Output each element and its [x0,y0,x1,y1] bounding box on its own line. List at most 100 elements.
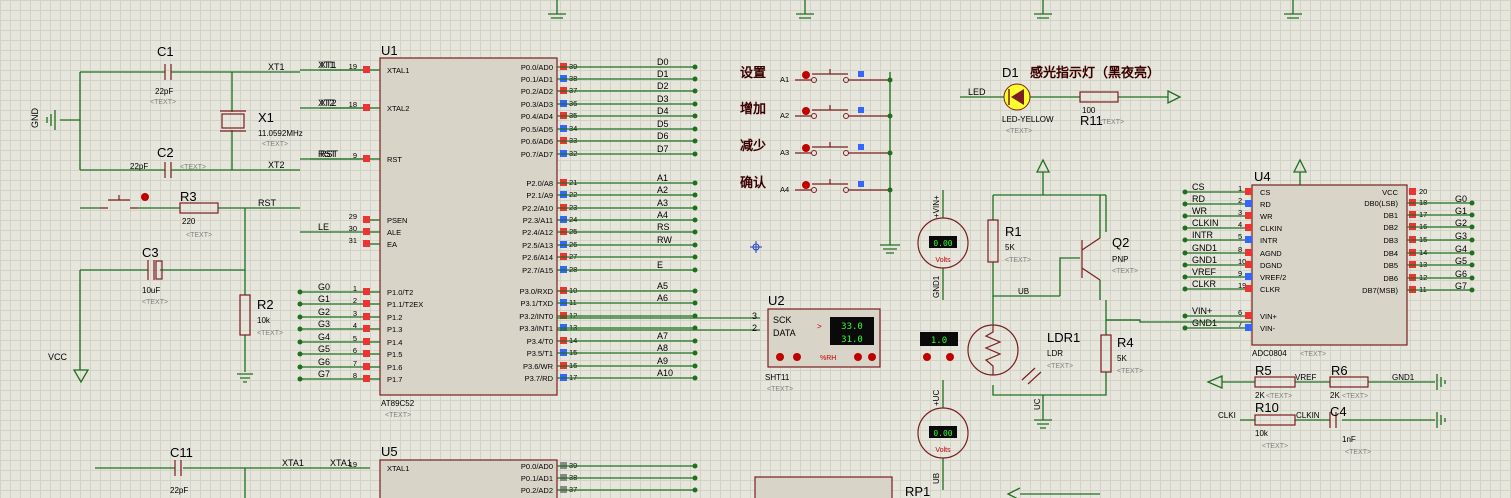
u4-left-pin-3-net: CLKIN [1192,218,1219,228]
u1-right-pin-19-junction [692,325,698,331]
u1-left-pin-10-net: G4 [318,332,330,342]
r10-text: <TEXT> [1262,443,1288,450]
u1-left-pin-10-marker [363,338,370,345]
u2-rh-label: %RH [820,355,836,362]
u4-right-pin-0-marker [1409,188,1416,195]
button-2-contact-b [843,150,849,156]
u1-left-pin-13-num: 8 [353,371,357,380]
c1-text: <TEXT> [150,99,176,106]
u2-part: SHT11 [765,373,790,382]
u1-right-pin-2-net: D2 [657,81,669,91]
u4-left-pin-2-num: 3 [1238,208,1242,217]
u1-right-pin-6-junction [692,138,698,144]
c4-value: 1nF [1342,435,1356,444]
u1-left-pin-13-marker [363,375,370,382]
u5-left-pin-0-num: 19 [349,460,357,469]
u4-body [1251,184,1408,346]
u1-right-pin-23-name: P3.7/RD [525,374,554,383]
u1-right-pin-17-net: A6 [657,293,668,303]
u1-right-pin-21-name: P3.5/T1 [527,349,553,358]
r5-ref: R5 [1255,363,1272,378]
r4-ref: R4 [1117,335,1134,350]
u1-right-pin-7-name: P0.7/AD7 [521,150,553,159]
u4-text: <TEXT> [1300,351,1326,358]
u1-right-pin-6-name: P0.6/AD6 [521,137,553,146]
u1-right-pin-20-name: P3.4/T0 [527,337,553,346]
u4-left-pin-9-num: 6 [1238,308,1242,317]
u1-right-pin-13-junction [692,242,698,248]
r10-ref: R10 [1255,400,1279,415]
u4-left-pin-5-net: GND1 [1192,243,1217,253]
u4-left-pin-7-name: VREF/2 [1260,273,1286,282]
u1-left-pin-2-num: 9 [353,151,357,160]
u1-right-pin-16-name: P3.0/RXD [520,287,554,296]
u5-left-pin-0-name: XTAL1 [387,464,409,473]
ldr1-text: <TEXT> [1047,363,1073,370]
u1-right-pin-1-junction [692,76,698,82]
button-1-indicator [802,107,810,115]
net-xt2-a: XT2 [268,160,285,170]
meter1-top: +VIN+ [932,195,941,218]
u4-right-pin-8-name: DB7(MSB) [1362,286,1398,295]
u1-left-pin-11-junction [297,351,303,357]
u1-left-pin-0-marker [363,66,370,73]
u1-left-pin-1-marker [363,104,370,111]
gnd-symbol-left [46,110,56,130]
net-xta1-b: XTA1 [330,458,352,468]
net-rst-b: RST [320,149,339,159]
u1-right-pin-12-net: RS [657,222,670,232]
u1-left-pin-7-junction [297,301,303,307]
r2-value: 10k [257,316,271,325]
r4-text: <TEXT> [1117,368,1143,375]
c2-text: <TEXT> [180,164,206,171]
button-0-label: 设置 [740,66,766,81]
u1-left-pin-6-junction [297,289,303,295]
u4-ref: U4 [1254,169,1271,184]
button-2-contact-a [811,150,817,156]
light-sensor-circuit: R1 5K <TEXT> UB Q2 PNP <TEXT> R4 5K <TEX… [967,158,1143,429]
u1-right-pin-11-net: A4 [657,210,668,220]
d1-text: <TEXT> [1006,128,1032,135]
u1-right-pin-15-net: E [657,260,663,270]
u4-left-pin-6-junction [1182,262,1188,268]
r6-ref: R6 [1331,363,1348,378]
light-source-value: 1.0 [920,332,958,361]
r3-value: 220 [182,217,196,226]
c1-value: 22pF [155,87,173,96]
button-2-indicator [802,144,810,152]
u2-temp: 33.0 [841,322,863,332]
u4-left-pin-3-name: CLKIN [1260,224,1282,233]
u1-left-pin-4-marker [363,228,370,235]
u4-right-pin-6-junction [1469,262,1475,268]
d1-ref: D1 [1002,65,1019,80]
u1-right-pin-10-name: P2.2/A10 [522,204,553,213]
button-3-contact-a [811,187,817,193]
u4-left-pin-7-num: 9 [1238,269,1242,278]
u1-left-pin-9-net: G3 [318,319,330,329]
button-0-contact-a [811,77,817,83]
u1-left-pin-1-num: 18 [349,100,357,109]
c3-ref: C3 [142,245,159,260]
vref-divider: R5 2K <TEXT> VREF R6 2K <TEXT> GND1 CLKI… [1206,363,1446,456]
u1-text: <TEXT> [385,412,411,419]
u1-right-pin-9-name: P2.1/A9 [526,191,553,200]
r3-text: <TEXT> [186,232,212,239]
u1-right-pin-11-name: P2.3/A11 [523,216,553,225]
u4-left-pin-4-name: INTR [1260,236,1278,245]
u4-right-pin-4-net: G3 [1455,231,1467,241]
u2-ref: U2 [768,293,785,308]
r3-ref: R3 [180,189,197,204]
u1-left-pin-4-net: LE [318,222,329,232]
u1-right-pin-12-name: P2.4/A12 [522,228,553,237]
u4-right-pin-8-junction [1469,287,1475,293]
u1-right-pin-2-name: P0.2/AD2 [521,87,553,96]
u1-left-pin-10-num: 5 [353,334,357,343]
u1-right-pin-14-junction [692,254,698,260]
u5-right-pin-1-name: P0.1/AD1 [521,474,553,483]
button-1-marker [858,107,864,113]
u1-left-pin-8-name: P1.2 [387,313,402,322]
u4-right-pin-6-net: G5 [1455,256,1467,266]
button-1-label: 增加 [740,101,766,117]
